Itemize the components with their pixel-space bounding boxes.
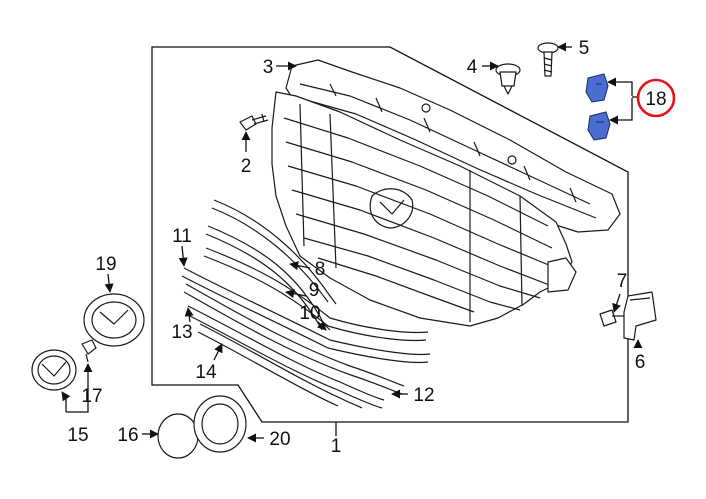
grille-mouldings [181,199,431,409]
callout-12: 12 [413,385,434,406]
callout-1: 1 [331,436,342,457]
callout-labels: 1 2 3 4 5 6 7 8 9 10 11 12 13 14 15 16 1… [67,38,666,457]
upper-bracket [285,59,621,233]
cover-part-16 [157,413,199,459]
callout-14: 14 [195,362,217,383]
nut-part-17 [81,339,97,363]
callout-11: 11 [172,226,192,247]
grille-assembly-boundary [151,46,629,423]
callout-3: 3 [263,57,274,78]
grille-body [271,91,577,327]
callout-7: 7 [617,271,628,292]
housing-part-20 [193,395,247,453]
clip-part-18 [585,73,611,141]
callout-13: 13 [171,322,192,343]
callout-16: 16 [117,425,138,446]
callout-2: 2 [241,156,252,177]
bolt-part-5 [537,42,559,77]
callout-19: 19 [95,254,116,275]
clip-part-4 [495,63,521,95]
callout-5: 5 [579,38,590,59]
callout-4: 4 [467,57,478,78]
emblem-part-15 [31,349,77,391]
highlight-ring-18 [636,78,676,118]
callout-8: 8 [315,259,326,280]
callout-10: 10 [299,303,320,324]
callout-15: 15 [67,425,88,446]
clip-part-7 [599,309,624,327]
screw-part-2 [239,113,269,131]
callout-20: 20 [269,429,290,450]
callout-18: 18 [645,89,666,110]
leader-lines [61,42,643,443]
callout-6: 6 [635,352,646,373]
callout-9: 9 [309,280,320,301]
callout-17: 17 [81,386,102,407]
bracket-part-6 [623,291,657,341]
emblem-housing-part-19 [83,293,145,347]
